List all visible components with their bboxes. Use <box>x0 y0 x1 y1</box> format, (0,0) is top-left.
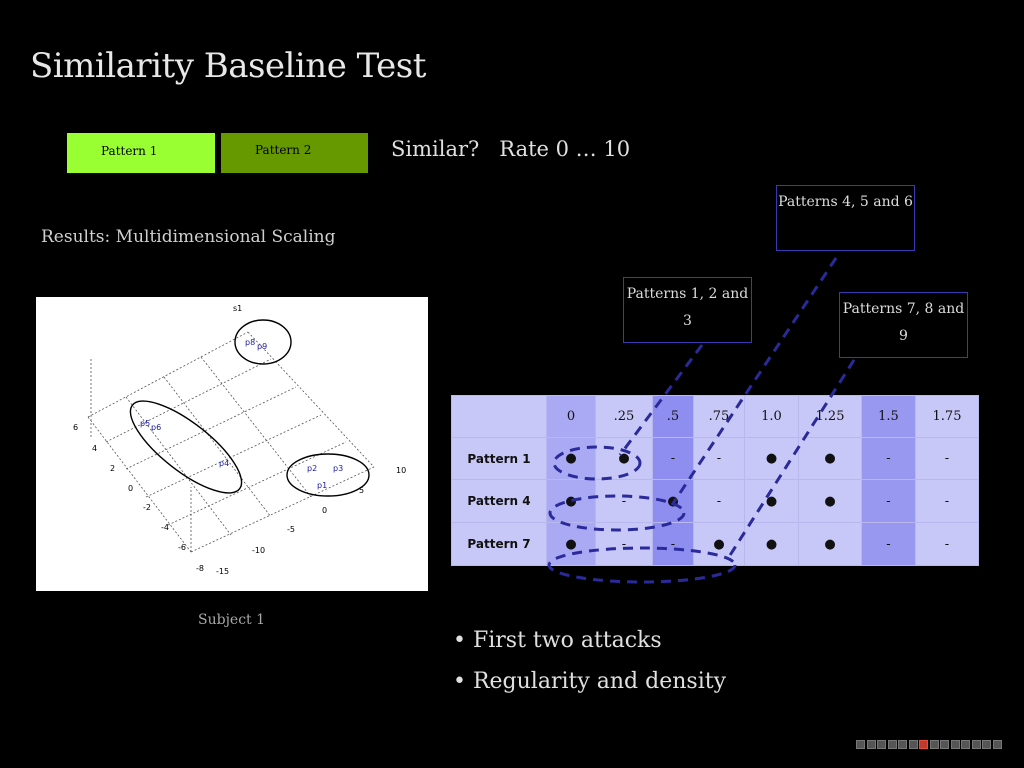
point-label: p9 <box>257 342 267 351</box>
row-label: Pattern 4 <box>451 479 547 523</box>
left-tick: -6 <box>178 543 186 552</box>
header-cell: 1.75 <box>915 395 979 438</box>
table-header-row: 0 .25 .5 .75 1.0 1.25 1.5 1.75 <box>451 395 979 438</box>
plot-caption: Subject 1 <box>198 612 266 628</box>
cluster-ellipse-right <box>286 453 370 497</box>
mds-axis-title: s1 <box>233 304 242 313</box>
header-cell: 1.25 <box>798 395 862 438</box>
table-cell: ● <box>744 522 799 566</box>
slide-nav-button[interactable] <box>950 740 960 749</box>
bullet-item: • Regularity and density <box>453 669 727 694</box>
slide-nav-button[interactable] <box>992 740 1002 749</box>
table-cell: ● <box>744 479 799 523</box>
mds-cluster-ellipses <box>129 319 370 497</box>
mds-grid <box>87 331 375 553</box>
table-cell: ● <box>546 479 596 523</box>
table-cell: ● <box>595 437 653 480</box>
callout-patterns-7-8-9: Patterns 7, 8 and 9 <box>839 292 968 358</box>
table-cell: - <box>861 437 916 480</box>
table-cell: ● <box>652 479 694 523</box>
point-label: p3 <box>333 464 343 473</box>
left-tick: 6 <box>73 423 78 432</box>
callout-patterns-1-2-3: Patterns 1, 2 and 3 <box>623 277 752 343</box>
bottom-tick: -15 <box>216 567 229 576</box>
bullet-item: • First two attacks <box>453 628 662 653</box>
slide-nav-button[interactable] <box>961 740 970 749</box>
slide-nav-button[interactable] <box>898 740 907 749</box>
slide-nav-button[interactable] <box>919 740 928 749</box>
slide-nav-button[interactable] <box>908 740 918 749</box>
bottom-tick: -10 <box>252 546 265 555</box>
slide-nav-button[interactable] <box>877 740 886 749</box>
left-tick: -8 <box>196 564 204 573</box>
table-cell: - <box>693 437 745 480</box>
left-tick: -2 <box>143 503 151 512</box>
header-cell: 0 <box>546 395 596 438</box>
table-cell: ● <box>744 437 799 480</box>
slide-title: Similarity Baseline Test <box>30 46 426 86</box>
row-label: Pattern 7 <box>451 522 547 566</box>
table-cell: - <box>915 437 979 480</box>
header-cell: 1.0 <box>744 395 799 438</box>
table-cell: - <box>652 522 694 566</box>
table-cell: - <box>861 522 916 566</box>
row-label: Pattern 1 <box>451 437 547 480</box>
header-cell: .25 <box>595 395 653 438</box>
bottom-tick: 10 <box>396 466 406 475</box>
table-cell: ● <box>546 522 596 566</box>
table-cell: - <box>595 479 653 523</box>
point-label: p8 <box>245 338 255 347</box>
bottom-tick: -5 <box>287 525 295 534</box>
bottom-tick: 0 <box>322 506 327 515</box>
table-cell: ● <box>798 522 862 566</box>
pattern-2-button[interactable]: Pattern 2 <box>221 133 368 173</box>
header-cell <box>451 395 547 438</box>
table-row: Pattern 4 ● - ● - ● ● - - <box>451 479 979 523</box>
table-cell: ● <box>546 437 596 480</box>
left-tick: 0 <box>128 484 133 493</box>
left-tick: 4 <box>92 444 97 453</box>
cluster-ellipse-left <box>129 400 243 494</box>
slide-nav-button[interactable] <box>856 740 865 749</box>
similarity-prompt: Similar? Rate 0 … 10 <box>391 137 631 161</box>
mds-plot: s1 6 4 2 0 -2 -4 -6 -8 -15 -10 -5 0 5 10… <box>36 297 428 591</box>
table-cell: ● <box>798 479 862 523</box>
table-cell: ● <box>798 437 862 480</box>
left-tick: -4 <box>161 523 169 532</box>
point-label: p4 <box>219 459 229 468</box>
header-cell: .75 <box>693 395 745 438</box>
slide-nav-button[interactable] <box>940 740 949 749</box>
rhythm-table: 0 .25 .5 .75 1.0 1.25 1.5 1.75 Pattern 1… <box>451 395 979 566</box>
slide-nav-button[interactable] <box>971 740 981 749</box>
mds-plot-svg: s1 6 4 2 0 -2 -4 -6 -8 -15 -10 -5 0 5 10… <box>73 304 406 576</box>
table-row: Pattern 1 ● ● - - ● ● - - <box>451 437 979 480</box>
table-cell: - <box>861 479 916 523</box>
point-label: p2 <box>307 464 317 473</box>
slide-nav-button[interactable] <box>929 740 939 749</box>
point-label: p5 <box>140 419 150 428</box>
callout-patterns-4-5-6: Patterns 4, 5 and 6 <box>776 185 915 251</box>
cluster-ellipse-top <box>234 319 292 365</box>
table-row: Pattern 7 ● - - ● ● ● - - <box>451 522 979 566</box>
table-cell: - <box>595 522 653 566</box>
point-label: p6 <box>151 423 161 432</box>
pattern-1-button[interactable]: Pattern 1 <box>67 133 215 173</box>
slide-nav-button[interactable] <box>982 740 991 749</box>
table-cell: ● <box>693 522 745 566</box>
slide-nav-button[interactable] <box>887 740 897 749</box>
header-cell: .5 <box>652 395 694 438</box>
table-cell: - <box>693 479 745 523</box>
bottom-tick: 5 <box>359 486 364 495</box>
left-tick: 2 <box>110 464 115 473</box>
results-heading: Results: Multidimensional Scaling <box>41 227 336 247</box>
table-cell: - <box>652 437 694 480</box>
point-label: p1 <box>317 481 327 490</box>
header-cell: 1.5 <box>861 395 916 438</box>
table-cell: - <box>915 479 979 523</box>
slide-nav-button[interactable] <box>866 740 876 749</box>
table-cell: - <box>915 522 979 566</box>
